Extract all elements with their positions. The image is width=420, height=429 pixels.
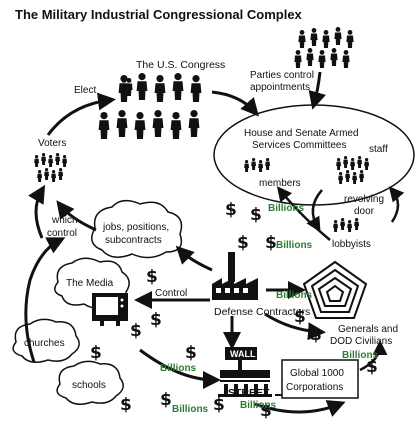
- committees-label-2: Services Committees: [252, 140, 346, 151]
- which-control-arrow: [28, 184, 46, 239]
- generals-label-1: Generals and: [338, 324, 398, 335]
- revolving-door-arrow-up: [388, 186, 405, 223]
- global-generals-arrow: [359, 340, 388, 372]
- lobbyists-label: lobbyists: [332, 239, 371, 250]
- dollar-sign-icon: $: [260, 401, 272, 421]
- churches-label: churches: [24, 338, 65, 349]
- dollar-sign-icon: $ $ $ $ $ $ $ $ $ $ $ $ $ $ $ $ $ $: [90, 200, 378, 421]
- congress-committees-arrow: [211, 90, 259, 117]
- factory-icon: [212, 252, 258, 300]
- wall-sign-text: WALL: [230, 349, 256, 359]
- dollar-sign-icon: $: [150, 310, 162, 330]
- wall-street-sign-icon: WALL: [218, 347, 272, 397]
- dollar-sign-icon: $: [250, 205, 262, 225]
- party-people-icon: [294, 27, 354, 68]
- global-label-2: Corporations: [286, 382, 343, 393]
- dollar-sign-icon: $: [294, 307, 306, 327]
- which-control-label-2: control: [47, 228, 77, 239]
- wallstreet-global-arrow: [254, 400, 346, 417]
- dollar-sign-icon: $: [160, 390, 172, 410]
- media-wallstreet-arrow: [139, 348, 221, 389]
- voters-label: Voters: [38, 138, 66, 149]
- dollar-sign-icon: $: [310, 325, 322, 345]
- revolving-door-arrow-down: [306, 189, 323, 233]
- congress-label: The U.S. Congress: [136, 59, 225, 71]
- dollar-sign-icon: $: [237, 233, 249, 253]
- jobs-voters-arrow: [56, 200, 97, 232]
- schools-label: schools: [72, 380, 106, 391]
- dollar-sign-icon: $: [225, 200, 237, 220]
- billions-label: Billions: [268, 203, 305, 214]
- congress-people-icon: [98, 73, 202, 139]
- billions-label: Billions: [160, 363, 197, 374]
- lobbyists-committees-arrow: [276, 186, 331, 241]
- billions-label: Billions: [172, 404, 209, 415]
- voters-people-icon: [34, 153, 67, 182]
- diagram-title: The Military Industrial Congressional Co…: [15, 7, 303, 22]
- committees-ellipse: [213, 104, 415, 206]
- defense-contractors-label: Defense Contractors: [214, 306, 310, 318]
- global-label-1: Global 1000: [290, 368, 344, 379]
- elect-arrow: [46, 92, 116, 136]
- street-label: STREET: [228, 387, 270, 399]
- billions-label: Billions: [240, 400, 277, 411]
- dollar-sign-icon: $: [366, 357, 378, 377]
- jobs-label-2: subcontracts: [105, 235, 162, 246]
- jobs-cloud: [91, 199, 183, 259]
- control-label: Control: [155, 288, 187, 299]
- pentagon-icon: [302, 260, 368, 319]
- billions-label: Billions: [342, 350, 379, 361]
- lobbyists-people-icon: [333, 218, 359, 232]
- parties-control-label-1: Parties control: [250, 70, 314, 81]
- churches-voters-arrow: [24, 237, 66, 363]
- parties-arrow: [308, 71, 326, 110]
- generals-label-2: DOD Civilians: [330, 336, 392, 347]
- dollar-sign-icon: $: [90, 343, 102, 363]
- media-label: The Media: [66, 278, 114, 289]
- staff-people-icon: [336, 156, 369, 184]
- members-label: members: [259, 178, 301, 189]
- jobs-label-1: jobs, positions,: [102, 222, 169, 233]
- revolving-door-label-2: door: [354, 206, 375, 217]
- dollar-sign-icon: $: [120, 395, 132, 415]
- contractors-jobs-arrow: [175, 245, 213, 272]
- revolving-door-label-1: revolving: [344, 194, 384, 205]
- global-corporations-box: [281, 359, 359, 399]
- which-control-label-1: which: [51, 215, 78, 226]
- dollar-sign-icon: $: [130, 321, 142, 341]
- dollar-sign-icon: $: [146, 267, 158, 287]
- dollar-sign-icon: $: [213, 395, 225, 415]
- parties-control-label-2: appointments: [250, 82, 310, 93]
- elect-label: Elect: [74, 85, 96, 96]
- committees-label-1: House and Senate Armed: [244, 128, 359, 139]
- dollar-sign-icon: $: [265, 233, 277, 253]
- billions-label: Billions: [276, 240, 313, 251]
- billions-label: Billions: [276, 290, 313, 301]
- schools-cloud: [56, 360, 124, 405]
- television-icon: [92, 293, 128, 326]
- contractors-generals-arrow: [264, 312, 326, 341]
- staff-label: staff: [369, 144, 388, 155]
- members-people-icon: [244, 158, 270, 172]
- dollar-sign-icon: $: [185, 343, 197, 363]
